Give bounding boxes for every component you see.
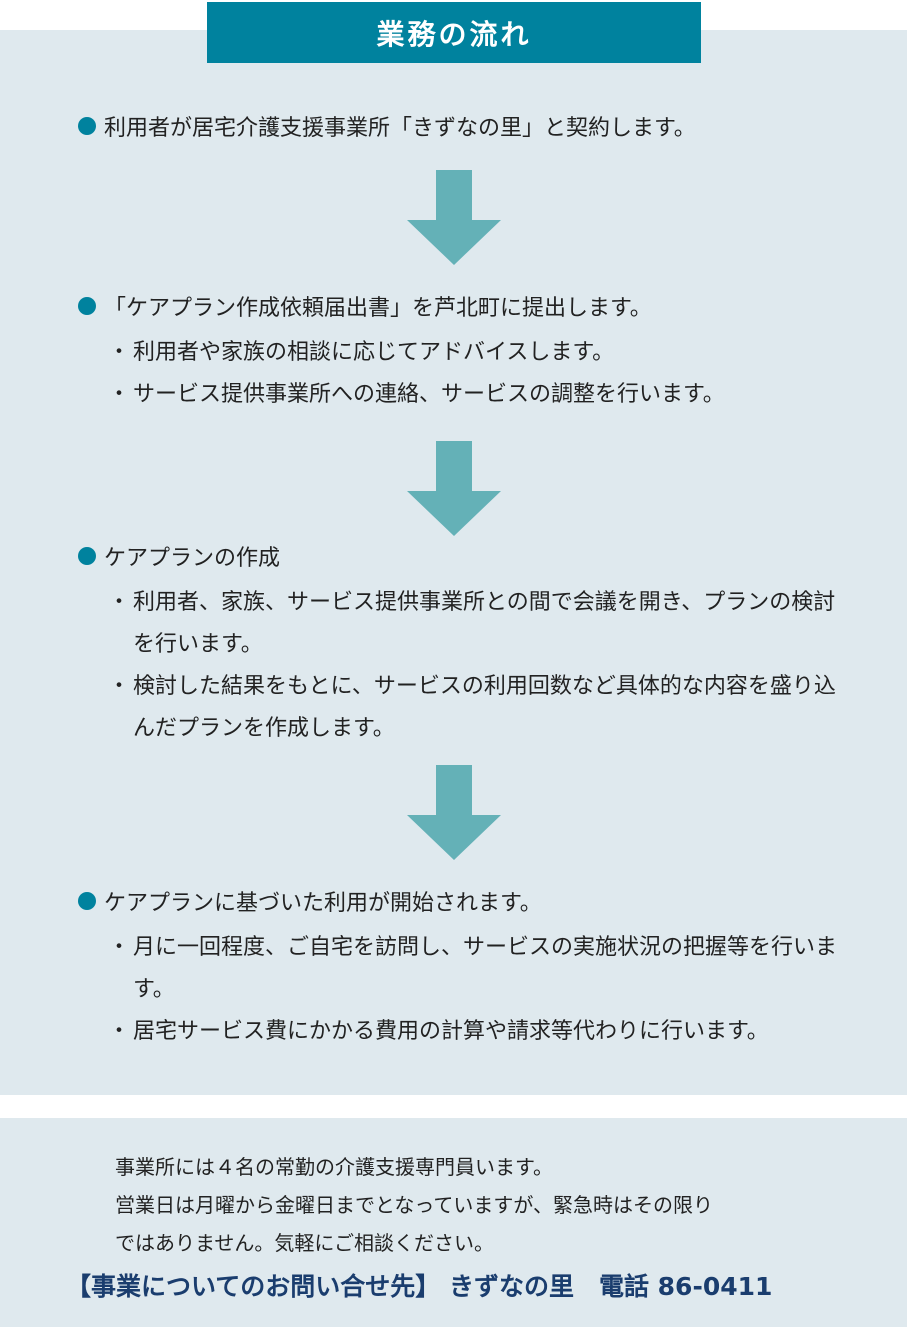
step-heading: ケアプランに基づいた利用が開始されます。 bbox=[104, 891, 542, 916]
step-heading: ケアプランの作成 bbox=[104, 546, 281, 571]
flow-step-4: ケアプランに基づいた利用が開始されます。 ・月に一回程度、ご自宅を訪問し、サービ… bbox=[78, 885, 878, 1053]
down-arrow-icon bbox=[407, 765, 501, 860]
step-detail: ・居宅サービス費にかかる費用の計算や請求等代わりに行います。 bbox=[108, 1019, 769, 1044]
down-arrow-icon bbox=[407, 441, 501, 536]
step-detail: ・利用者や家族の相談に応じてアドバイスします。 bbox=[108, 340, 615, 365]
step-detail: ・サービス提供事業所への連絡、サービスの調整を行います。 bbox=[108, 382, 725, 407]
flow-step-3: ケアプランの作成 ・利用者、家族、サービス提供事業所との間で会議を開き、プランの… bbox=[78, 540, 878, 750]
step-heading: 「ケアプラン作成依頼届出書」を芦北町に提出します。 bbox=[104, 296, 652, 321]
step-detail: ・月に一回程度、ご自宅を訪問し、サービスの実施状況の把握等を行います。 bbox=[108, 935, 838, 1002]
bullet-dot-icon bbox=[78, 297, 96, 315]
bullet-dot-icon bbox=[78, 547, 96, 565]
office-note: 事業所には４名の常勤の介護支援専門員います。 営業日は月曜から金曜日までとなって… bbox=[115, 1155, 713, 1255]
step-detail: ・検討した結果をもとに、サービスの利用回数など具体的な内容を盛り込んだプランを作… bbox=[108, 674, 836, 741]
bullet-dot-icon bbox=[78, 117, 96, 135]
step-detail: ・利用者、家族、サービス提供事業所との間で会議を開き、プランの検討を行います。 bbox=[108, 590, 836, 657]
contact-info: 【事業についてのお問い合せ先】 きずなの里 電話 86-0411 bbox=[66, 1272, 773, 1301]
step-heading: 利用者が居宅介護支援事業所「きずなの里」と契約します。 bbox=[104, 116, 696, 141]
page-title: 業務の流れ bbox=[207, 2, 701, 63]
flow-step-2: 「ケアプラン作成依頼届出書」を芦北町に提出します。 ・利用者や家族の相談に応じて… bbox=[78, 290, 878, 416]
bullet-dot-icon bbox=[78, 892, 96, 910]
down-arrow-icon bbox=[407, 170, 501, 265]
info-panel bbox=[0, 1118, 907, 1327]
flow-step-1: 利用者が居宅介護支援事業所「きずなの里」と契約します。 bbox=[78, 110, 878, 142]
